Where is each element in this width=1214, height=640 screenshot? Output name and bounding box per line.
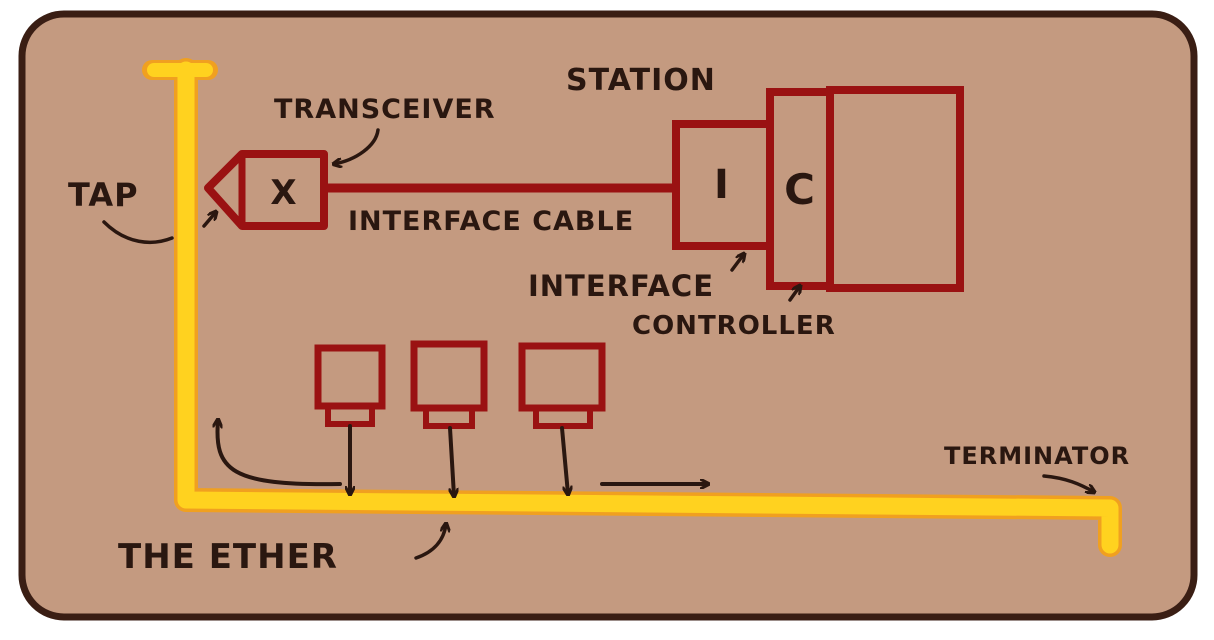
ether-pointer <box>414 524 446 560</box>
interface-mark: I <box>714 162 730 208</box>
interface-box <box>672 120 774 250</box>
tap-label: TAP <box>68 176 139 214</box>
transceiver-label: TRANSCEIVER <box>274 94 496 125</box>
down-arrow <box>448 426 454 496</box>
the-ether-label: THE ETHER <box>118 537 338 577</box>
ether-cable <box>142 58 1122 557</box>
ether-station <box>410 340 488 429</box>
left-propagation-arrow <box>217 420 342 487</box>
terminator-pointer <box>1042 474 1094 492</box>
ether-station <box>518 342 606 429</box>
station-label: STATION <box>566 63 716 98</box>
signal-arrows <box>217 420 710 496</box>
interface-label: INTERFACE <box>528 269 714 303</box>
tap-pointer <box>102 220 174 245</box>
down-arrow <box>560 426 568 494</box>
transceiver-pointer <box>334 128 380 164</box>
controller-label: CONTROLLER <box>632 311 836 341</box>
diagram-frame <box>18 10 1198 621</box>
interface-cable-label: INTERFACE CABLE <box>348 206 634 237</box>
transceiver-mark: X <box>270 173 297 213</box>
pointer-arrows <box>102 128 1094 560</box>
controller-mark: C <box>784 165 816 214</box>
controller-pointer <box>788 286 800 302</box>
tap-connector-pointer <box>202 212 216 228</box>
interface-pointer <box>730 254 744 272</box>
terminator-label: TERMINATOR <box>944 442 1130 470</box>
